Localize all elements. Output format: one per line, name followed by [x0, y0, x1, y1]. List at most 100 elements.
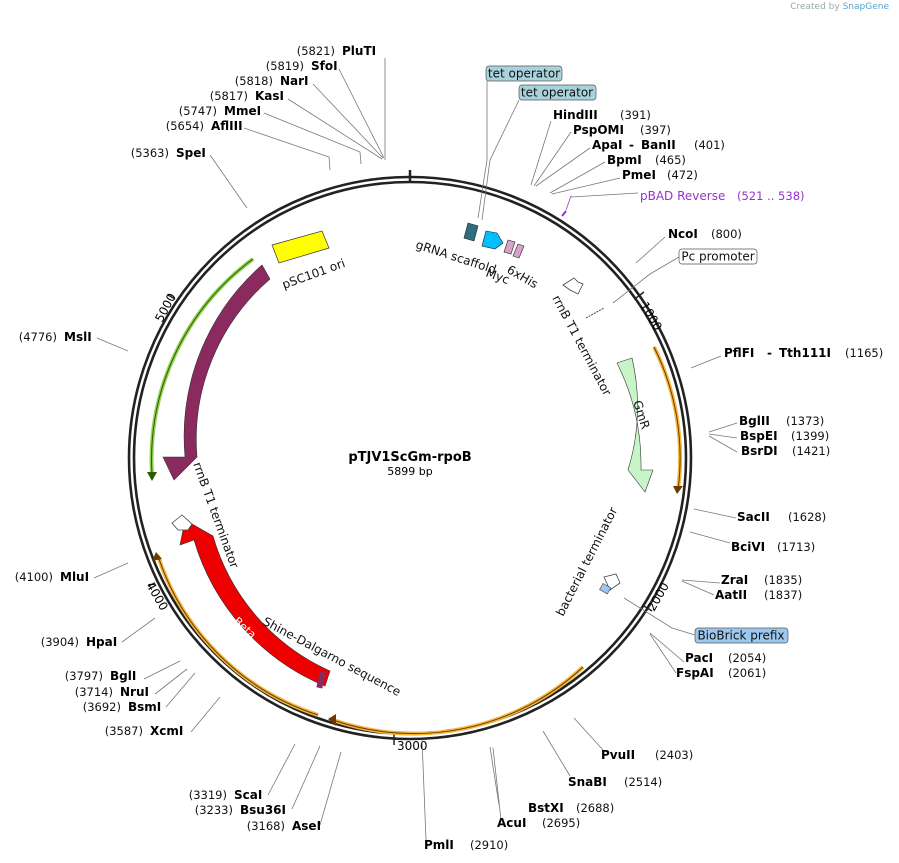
pc-promoter-box: Pc promoter — [678, 248, 758, 265]
asei-name: AseI — [292, 819, 321, 833]
xcmi-name: XcmI — [150, 724, 183, 738]
rrnb-1-label: rrnB T1 terminator — [549, 293, 614, 398]
aatii-pos: (1837) — [764, 588, 802, 602]
xcmi-pos: (3587) — [105, 724, 143, 738]
pflfi-name: PflFI — [724, 346, 754, 360]
bstxi-pos: (2688) — [576, 801, 614, 815]
enzyme-pmei: PmeI (472) — [622, 168, 698, 182]
enzyme-aatii: AatII (1837) — [715, 588, 802, 602]
enzyme-ncoi: NcoI (800) — [668, 227, 742, 241]
enzyme-paci: PacI (2054) — [685, 651, 766, 665]
biobrick-prefix-box: BioBrick prefix — [694, 627, 789, 644]
bspei-pos: (1399) — [791, 429, 829, 443]
afliii-name: AflIII — [211, 119, 243, 133]
nrui-name: NruI — [120, 685, 149, 699]
pluti-pos: (5821) — [297, 44, 335, 58]
leader-lines — [93, 58, 738, 841]
his-marker-1 — [503, 239, 516, 255]
enzyme-pluti: (5821) PluTI — [297, 44, 376, 58]
msli-pos: (4776) — [19, 330, 57, 344]
pspomi-pos: (397) — [640, 123, 671, 137]
enzyme-acui: AcuI (2695) — [497, 816, 580, 830]
enzyme-xcmi: (3587) XcmI — [105, 724, 184, 738]
enzyme-bspei: BspEI (1399) — [740, 429, 829, 443]
pvuii-name: PvuII — [601, 748, 635, 762]
scai-pos: (3319) — [189, 788, 227, 802]
bglii-pos: (1373) — [786, 414, 824, 428]
rrnb-1-marker — [562, 277, 584, 295]
nrui-pos: (3714) — [75, 685, 113, 699]
pbad-range: (521 .. 538) — [737, 189, 805, 203]
psc101-ori-box — [271, 230, 330, 264]
pc-promoter-label: Pc promoter — [681, 250, 754, 264]
aatii-name: AatII — [715, 588, 747, 602]
enzyme-bsu36i: (3233) Bsu36I — [195, 803, 286, 817]
nari-pos: (5818) — [235, 74, 273, 88]
pc-promoter-marker — [585, 307, 605, 319]
nari-name: NarI — [280, 74, 309, 88]
zrai-pos: (1835) — [764, 573, 802, 587]
sacii-pos: (1628) — [788, 510, 826, 524]
rep-arc-head — [147, 472, 157, 481]
kasi-name: KasI — [255, 89, 284, 103]
enzyme-bpmi: BpmI (465) — [607, 153, 686, 167]
hindiii-name: HindIII — [553, 108, 598, 122]
enzyme-sfoi: (5819) SfoI — [266, 59, 338, 73]
psc101-ori-label: pSC101 ori — [280, 256, 347, 292]
beta-arc-lower-core — [332, 666, 584, 735]
bcivi-pos: (1713) — [777, 540, 815, 554]
snapgene-credit: Created by SnapGene — [790, 2, 889, 12]
credit-prefix: Created by — [790, 2, 840, 12]
pspomi-name: PspOMI — [573, 123, 624, 137]
sacii-name: SacII — [737, 510, 770, 524]
snabi-pos: (2514) — [624, 775, 662, 789]
tet-operator-1-label: tet operator — [488, 67, 560, 81]
apai-dash: - — [629, 138, 634, 152]
apai-name: ApaI — [592, 138, 622, 152]
pmei-pos: (472) — [667, 168, 698, 182]
asei-pos: (3168) — [247, 819, 285, 833]
rep101-arrow — [162, 264, 271, 481]
enzyme-nari: (5818) NarI — [235, 74, 309, 88]
enzyme-sacii: SacII (1628) — [737, 510, 826, 524]
beta-cap — [316, 671, 326, 689]
scai-name: ScaI — [234, 788, 262, 802]
enzyme-pflfi: PflFI - Tth111I (1165) — [724, 346, 883, 360]
acui-name: AcuI — [497, 816, 526, 830]
enzyme-asei: (3168) AseI — [247, 819, 321, 833]
beta-arc-lower-head — [328, 714, 336, 726]
enzyme-snabi: SnaBI (2514) — [568, 775, 662, 789]
enzyme-bstxi: BstXI (2688) — [528, 801, 614, 815]
enzyme-mlui: (4100) MluI — [15, 570, 89, 584]
enzyme-fspai: FspAI (2061) — [676, 666, 766, 680]
hpai-name: HpaI — [86, 635, 117, 649]
bspei-name: BspEI — [740, 429, 778, 443]
bstxi-name: BstXI — [528, 801, 564, 815]
ncoi-name: NcoI — [668, 227, 698, 241]
gmr-label: GmR — [630, 399, 652, 431]
beta-arc-left-head — [152, 552, 162, 561]
enzyme-hindiii: HindIII (391) — [553, 108, 651, 122]
bsu36i-pos: (3233) — [195, 803, 233, 817]
bglii-name: BglII — [739, 414, 770, 428]
banii-name: BanII — [641, 138, 676, 152]
his-label: 6xHis — [505, 262, 541, 291]
enzyme-msli: (4776) MslI — [19, 330, 92, 344]
biobrick-prefix-label: BioBrick prefix — [697, 629, 784, 643]
pflfi-dash: - — [767, 346, 772, 360]
mlui-pos: (4100) — [15, 570, 53, 584]
bsmi-pos: (3692) — [83, 700, 121, 714]
enzyme-bglii: BglII (1373) — [739, 414, 824, 428]
mlui-name: MluI — [60, 570, 89, 584]
pbad-marker — [561, 210, 567, 217]
pmei-name: PmeI — [622, 168, 656, 182]
bcivi-name: BciVI — [731, 540, 765, 554]
fspai-name: FspAI — [676, 666, 714, 680]
rrnb-2-marker — [171, 514, 193, 531]
bpmi-name: BpmI — [607, 153, 642, 167]
biobrick-marker — [599, 582, 612, 595]
beta-arrow — [179, 519, 331, 687]
acui-pos: (2695) — [542, 816, 580, 830]
myc-marker — [481, 230, 504, 250]
